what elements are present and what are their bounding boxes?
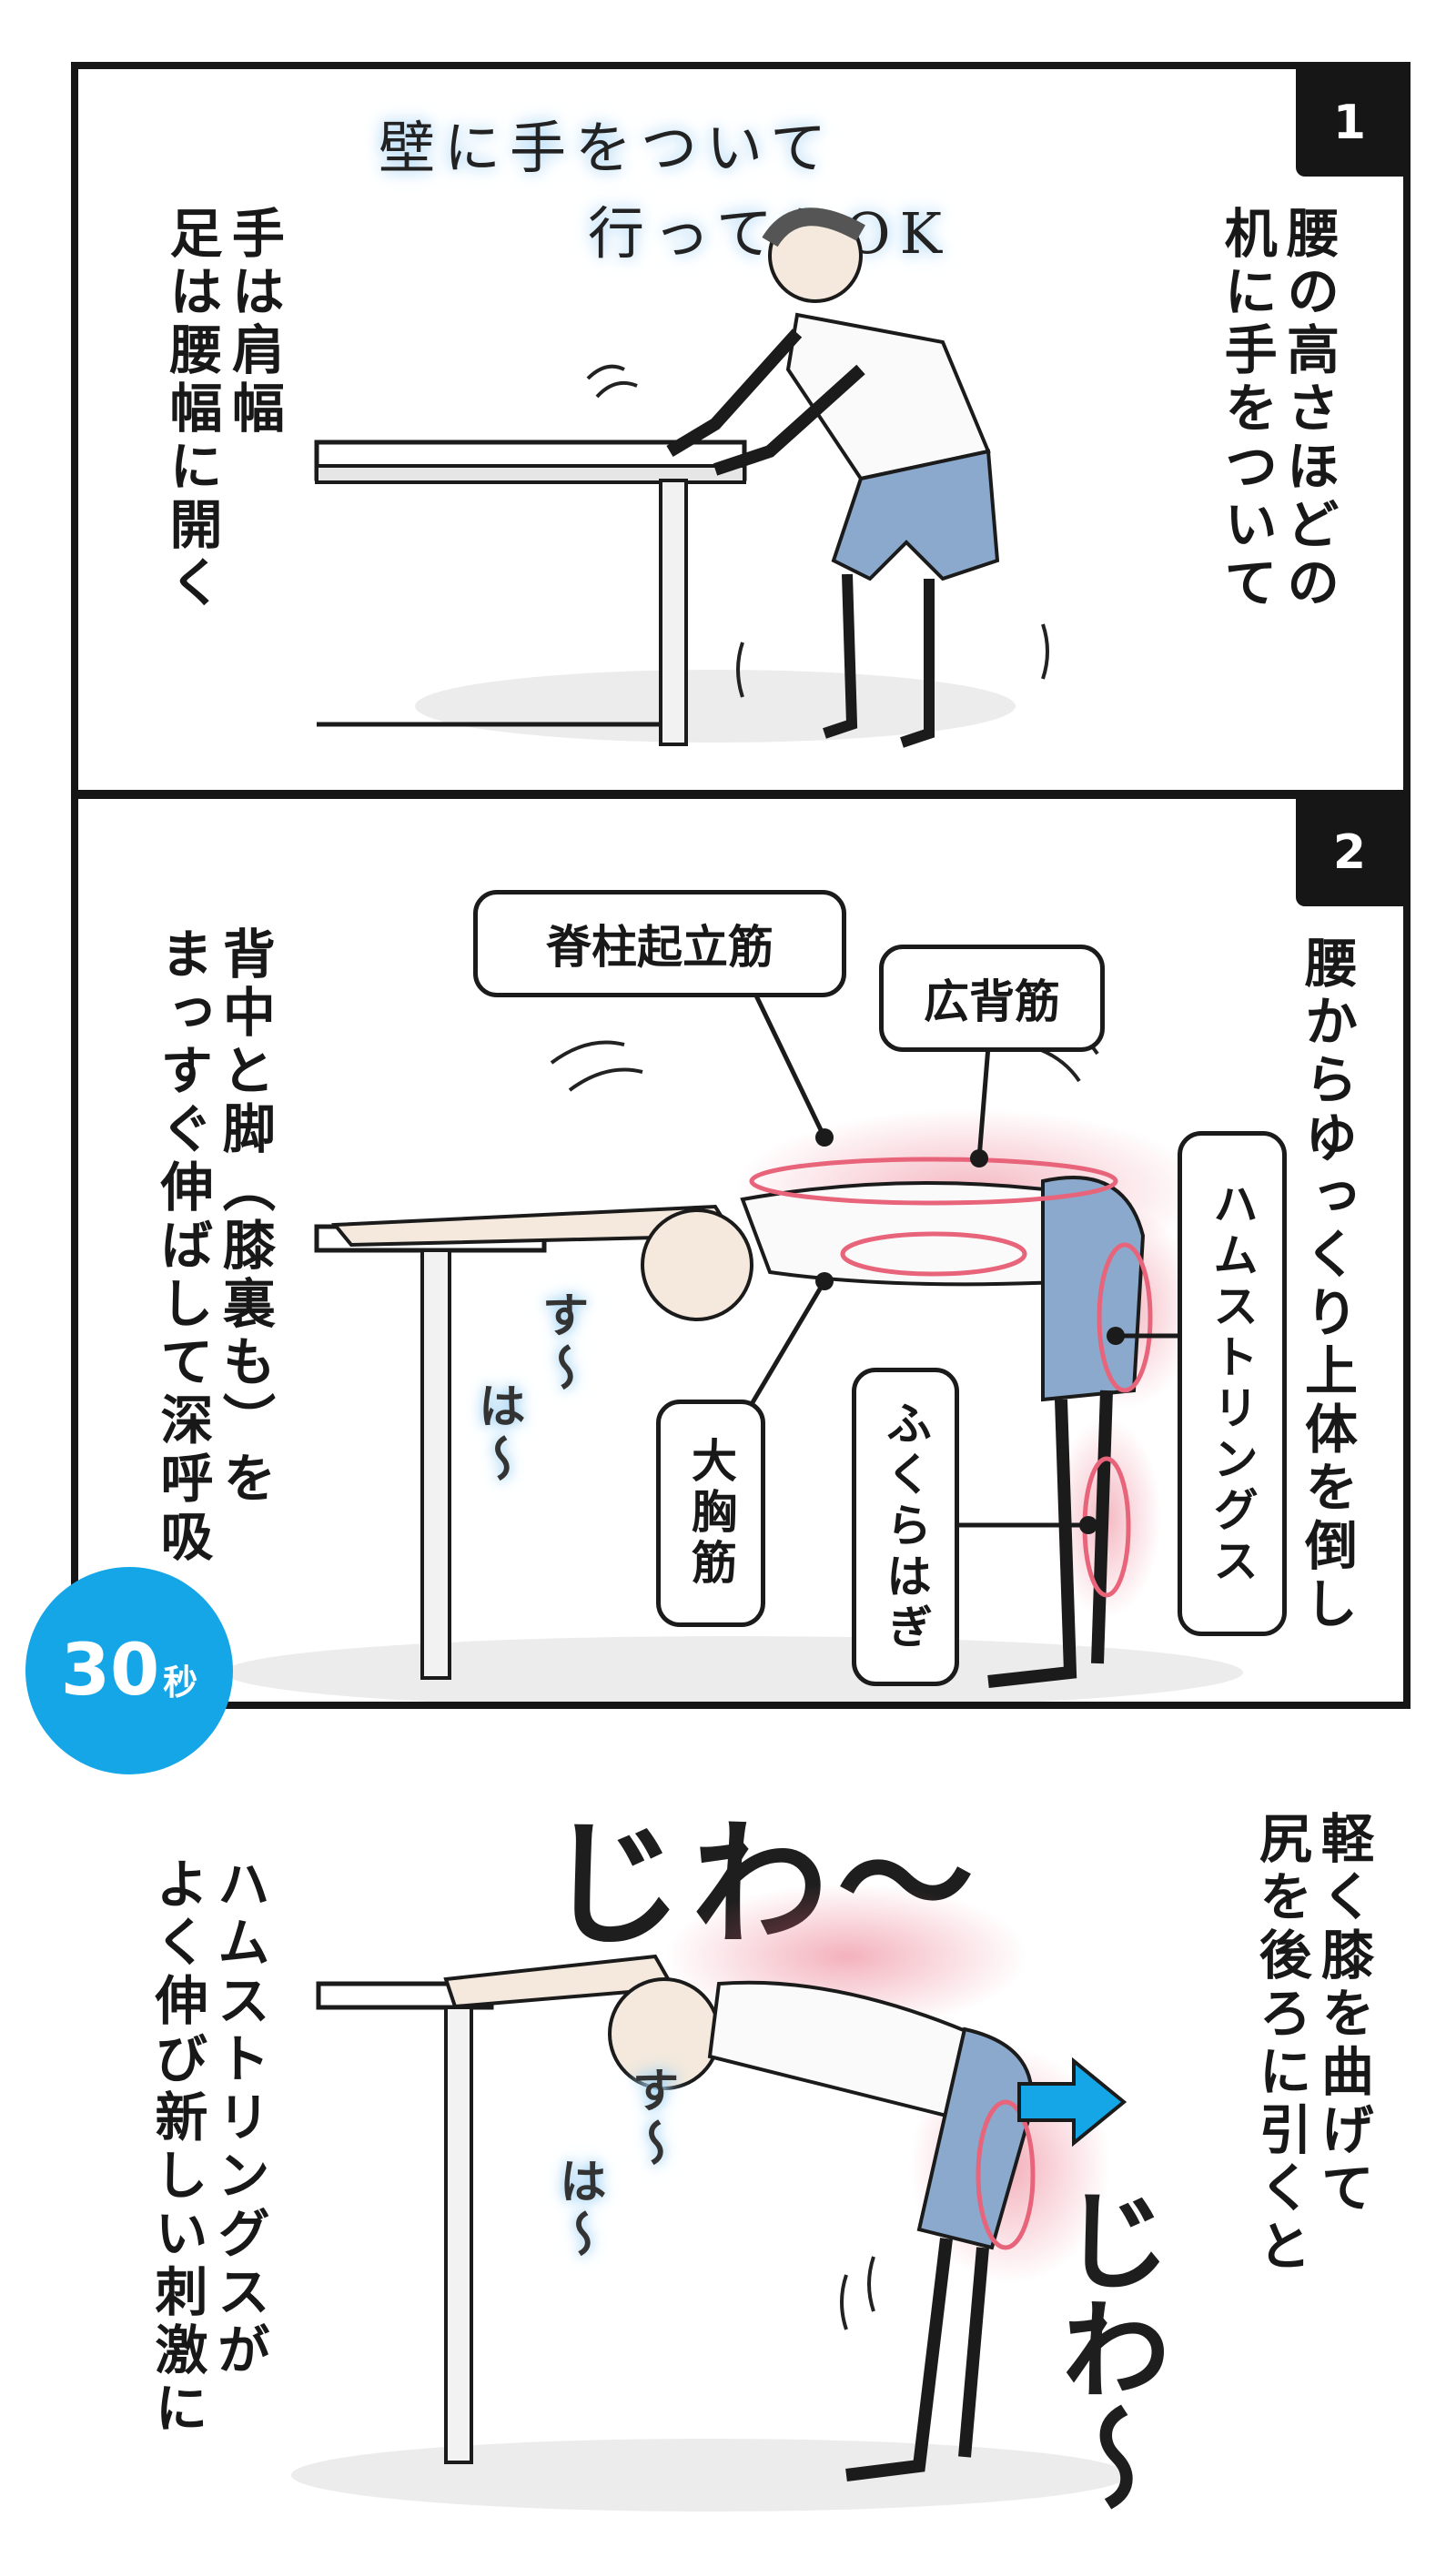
breath-out-2: は〜	[470, 1381, 526, 1487]
panel-number-2: 2	[1296, 799, 1403, 906]
caption-left-line-2: よく伸び新しい刺激に	[146, 1856, 208, 2439]
breath-in-2: す〜	[533, 1290, 590, 1396]
panel-number-1: 1	[1296, 69, 1403, 177]
breath-out-3: は〜	[551, 2157, 607, 2262]
caption-right-3: 軽く膝を曲げて 尻を後ろに引くと	[1249, 1811, 1374, 2277]
caption-right-line-2: 机に手をついて	[1215, 206, 1278, 613]
caption-right-line-1: 腰の高さほどの	[1278, 206, 1340, 613]
sfx-side: じわ〜	[1042, 2184, 1171, 2512]
panel-2-illustration	[224, 965, 1243, 1702]
duration-badge: 30 秒	[25, 1567, 233, 1774]
caption-right-line-1: 軽く膝を曲げて	[1312, 1811, 1374, 2218]
caption-left-line-2: まっすぐ伸ばして深呼吸	[151, 926, 214, 1567]
breath-in-3: す〜	[623, 2066, 680, 2171]
label-calves: ふくらはぎ	[852, 1368, 959, 1686]
caption-right-2: 腰からゆっくり上体を倒し	[1296, 935, 1358, 1634]
caption-left-line-1: 手は肩幅	[222, 206, 285, 439]
caption-left-3: ハムストリングスが よく伸び新しい刺激に	[146, 1856, 270, 2439]
caption-left-line-2: 足は腰幅に開く	[160, 206, 223, 613]
caption-left-line-1: ハムストリングスが	[207, 1856, 270, 2380]
panel-1-illustration	[314, 207, 1049, 748]
caption-right-line-2: 尻を後ろに引くと	[1249, 1811, 1312, 2277]
caption-left-2: 背中と脚（膝裏も）を まっすぐ伸ばして深呼吸	[151, 926, 276, 1567]
label-latissimus-dorsi: 広背筋	[879, 945, 1105, 1052]
caption-left-line-1: 背中と脚（膝裏も）を	[213, 926, 276, 1509]
panel-2: 2 腰からゆっくり上体を倒し 背中と脚（膝裏も）を まっすぐ伸ばして深呼吸	[71, 792, 1410, 1709]
note-line-1: 壁に手をついて	[379, 115, 836, 181]
duration-unit: 秒	[163, 1662, 198, 1703]
label-erector-spinae: 脊柱起立筋	[473, 890, 846, 997]
sfx-top: じわ〜	[546, 1804, 984, 1965]
label-hamstrings: ハムストリングス	[1178, 1131, 1287, 1636]
label-pectoralis-major: 大胸筋	[656, 1400, 765, 1627]
caption-right-1: 腰の高さほどの 机に手をついて	[1215, 206, 1340, 613]
duration-number: 30	[60, 1630, 160, 1712]
caption-right-line-1: 腰からゆっくり上体を倒し	[1296, 935, 1358, 1634]
panel-1: 1 壁に手をついて 行ってもOK 腰の高さほどの 机に手をついて 手は肩幅 足は…	[71, 62, 1410, 797]
caption-left-1: 手は肩幅 足は腰幅に開く	[160, 206, 285, 613]
